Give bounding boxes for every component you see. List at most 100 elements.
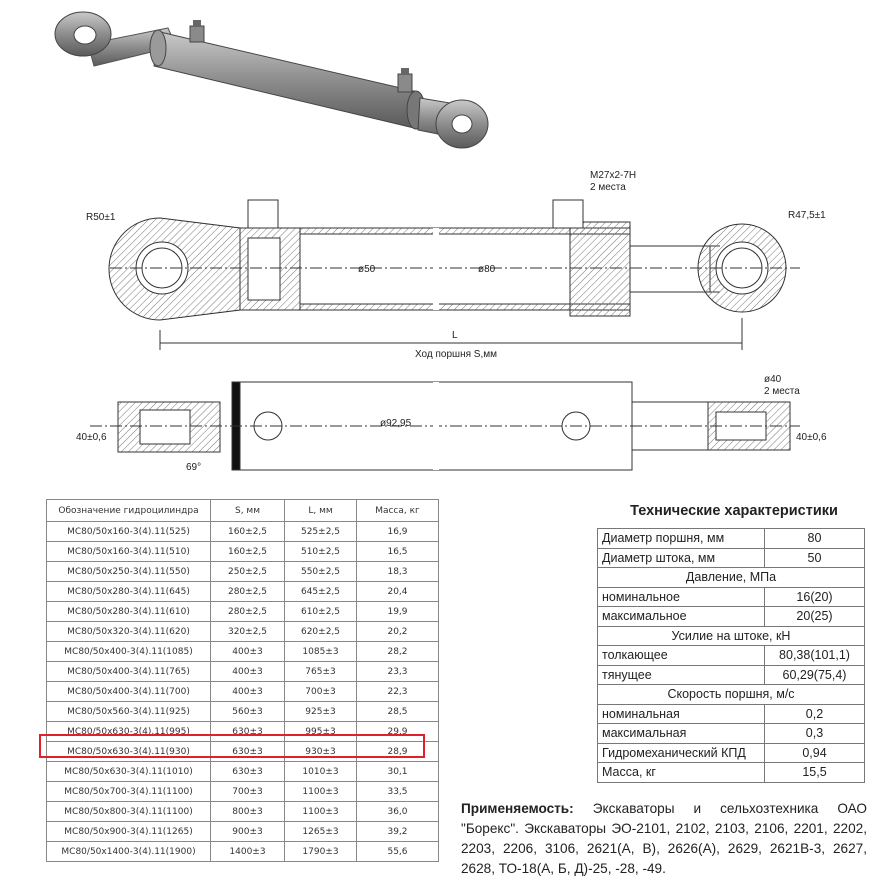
spec-value: 0,2	[764, 703, 865, 724]
mass-cell: 16,5	[356, 541, 439, 562]
spec-title: Технические характеристики	[630, 503, 838, 519]
stroke-cell: 250±2,5	[210, 561, 285, 582]
spec-value: 0,3	[764, 723, 865, 744]
length-cell: 525±2,5	[284, 521, 357, 542]
stroke-cell: 320±2,5	[210, 621, 285, 642]
stroke-cell: 400±3	[210, 681, 285, 702]
spec-value: 16(20)	[764, 586, 865, 607]
side-view	[90, 381, 800, 471]
length-cell: 1010±3	[284, 761, 357, 782]
mass-cell: 28,5	[356, 701, 439, 722]
applicability-label: Применяемость:	[461, 801, 574, 816]
applicability-text: Экскаваторы и сельхозтехника ОАО "Борекс…	[461, 801, 867, 876]
applicability-paragraph: Применяемость: Экскаваторы и сельхозтехн…	[461, 799, 867, 879]
length-cell: 1265±3	[284, 821, 357, 842]
mass-cell: 28,2	[356, 641, 439, 662]
stroke-cell: 700±3	[210, 781, 285, 802]
designation-cell: МС80/50х700-3(4).11(1100)	[46, 781, 211, 802]
designation-cell: МС80/50х900-3(4).11(1265)	[46, 821, 211, 842]
designation-cell: МС80/50х250-3(4).11(550)	[46, 561, 211, 582]
stroke-cell: 900±3	[210, 821, 285, 842]
mass-cell: 23,3	[356, 661, 439, 682]
dims-col-stroke: S, мм	[210, 499, 285, 522]
stroke-cell: 800±3	[210, 801, 285, 822]
mass-cell: 19,9	[356, 601, 439, 622]
spec-label: максимальная	[597, 723, 765, 744]
designation-cell: МС80/50х560-3(4).11(925)	[46, 701, 211, 722]
highlighted-row-outline	[39, 734, 425, 758]
rod-dia-label: ø50	[358, 264, 376, 275]
spec-section-row: Давление, МПа	[597, 567, 865, 588]
port-count-label: 2 места	[764, 386, 800, 397]
technical-drawing: M27x2-7H 2 места R50±1 R47,5±1 ø50 ø80 L…	[76, 170, 827, 473]
spec-value: 60,29(75,4)	[764, 664, 865, 685]
spec-label: Масса, кг	[597, 762, 765, 783]
designation-cell: МС80/50х400-3(4).11(700)	[46, 681, 211, 702]
mass-cell: 36,0	[356, 801, 439, 822]
stroke-cell: 1400±3	[210, 841, 285, 862]
eye-width-left-label: 40±0,6	[76, 432, 107, 443]
spec-label: номинальное	[597, 586, 765, 607]
angle-label: 69°	[186, 462, 201, 473]
thread-label: M27x2-7H	[590, 170, 636, 181]
tube-dia-label: ø92,95	[380, 418, 412, 429]
spec-value: 80,38(101,1)	[764, 645, 865, 666]
length-cell: 1100±3	[284, 781, 357, 802]
designation-cell: МС80/50х630-3(4).11(1010)	[46, 761, 211, 782]
stroke-cell: 400±3	[210, 641, 285, 662]
spec-label: Диаметр поршня, мм	[597, 528, 765, 549]
length-label: L	[452, 330, 458, 341]
dims-col-length: L, мм	[284, 499, 357, 522]
length-cell: 510±2,5	[284, 541, 357, 562]
iso-tube	[149, 29, 426, 130]
port-dia-label: ø40	[764, 374, 782, 385]
length-cell: 925±3	[284, 701, 357, 722]
spec-label: Диаметр штока, мм	[597, 547, 765, 568]
spec-label: тянущее	[597, 664, 765, 685]
dims-col-mass: Масса, кг	[356, 499, 439, 522]
designation-cell: МС80/50х800-3(4).11(1100)	[46, 801, 211, 822]
designation-cell: МС80/50х1400-3(4).11(1900)	[46, 841, 211, 862]
designation-cell: МС80/50х320-3(4).11(620)	[46, 621, 211, 642]
spec-value: 0,94	[764, 742, 865, 763]
mass-cell: 20,2	[356, 621, 439, 642]
mass-cell: 22,3	[356, 681, 439, 702]
length-cell: 765±3	[284, 661, 357, 682]
section-view	[108, 199, 800, 350]
designation-cell: МС80/50х160-3(4).11(525)	[46, 521, 211, 542]
spec-label: толкающее	[597, 645, 765, 666]
designation-cell: МС80/50х400-3(4).11(765)	[46, 661, 211, 682]
designation-cell: МС80/50х400-3(4).11(1085)	[46, 641, 211, 662]
spec-section-label: Усилие на штоке, кН	[597, 625, 865, 646]
eye-width-right-label: 40±0,6	[796, 432, 827, 443]
radius-left-label: R50±1	[86, 212, 116, 223]
mass-cell: 18,3	[356, 561, 439, 582]
mass-cell: 55,6	[356, 841, 439, 862]
designation-cell: МС80/50х160-3(4).11(510)	[46, 541, 211, 562]
mass-cell: 16,9	[356, 521, 439, 542]
spec-label: номинальная	[597, 703, 765, 724]
length-cell: 1790±3	[284, 841, 357, 862]
stroke-cell: 560±3	[210, 701, 285, 722]
spec-label: Гидромеханический КПД	[597, 742, 765, 763]
length-cell: 550±2,5	[284, 561, 357, 582]
mass-cell: 30,1	[356, 761, 439, 782]
spec-section-label: Давление, МПа	[597, 567, 865, 588]
